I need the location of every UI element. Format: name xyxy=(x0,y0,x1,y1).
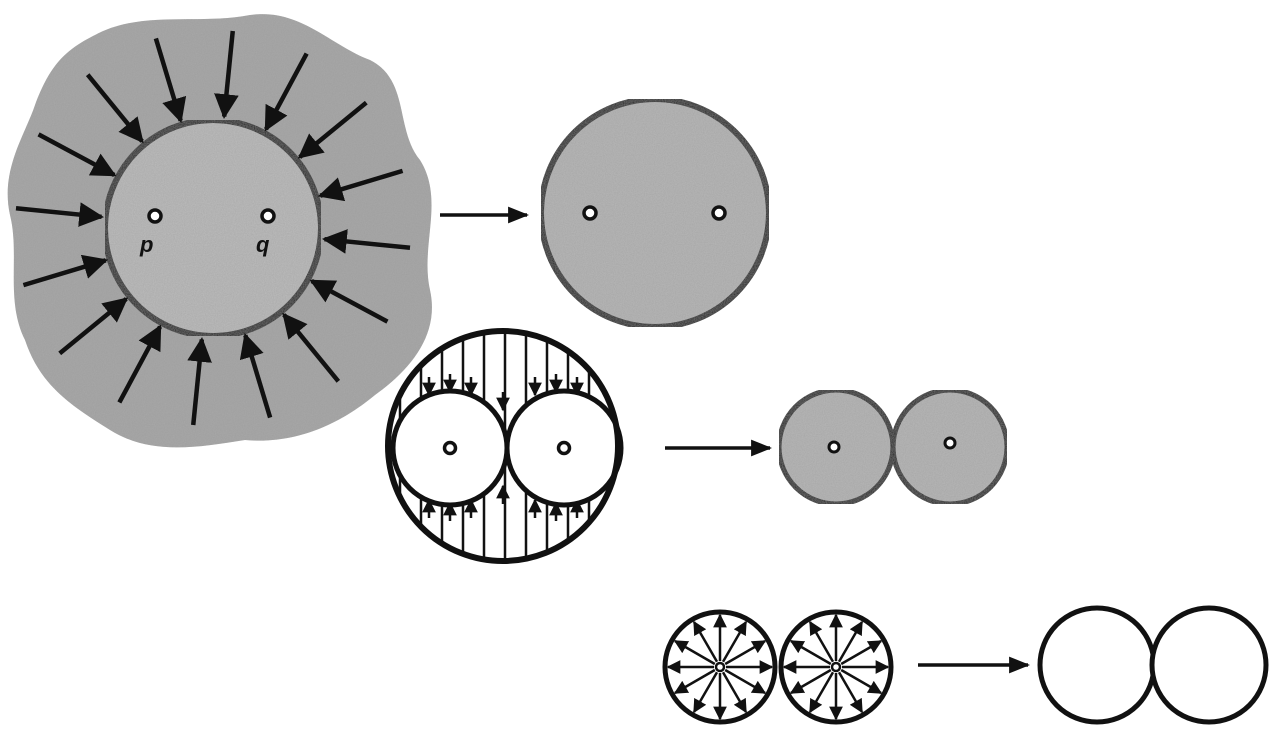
stage-6-empty-spheres xyxy=(1040,608,1266,722)
stage-4-two-shaded-spheres xyxy=(779,390,1007,504)
point-right-marker xyxy=(945,438,955,448)
center-right-marker xyxy=(832,663,840,671)
shaded-sphere xyxy=(541,99,769,327)
point-left-marker xyxy=(829,442,839,452)
empty-sphere-left xyxy=(1040,608,1154,722)
empty-sphere-right xyxy=(1152,608,1266,722)
point-right-marker xyxy=(713,207,725,219)
stage-2-sphere xyxy=(541,99,769,327)
stage-5-radiating-spheres xyxy=(665,612,891,722)
label-p: p xyxy=(139,232,153,257)
point-left-marker xyxy=(445,443,456,454)
point-right-marker xyxy=(559,443,570,454)
sphere xyxy=(105,120,321,336)
point-p-marker xyxy=(149,210,161,222)
stage-1-compressed-sphere: p q xyxy=(8,14,432,447)
stage-3-split-sphere xyxy=(388,330,621,562)
point-q-marker xyxy=(262,210,274,222)
center-left-marker xyxy=(716,663,724,671)
point-left-marker xyxy=(584,207,596,219)
label-q: q xyxy=(256,232,270,257)
